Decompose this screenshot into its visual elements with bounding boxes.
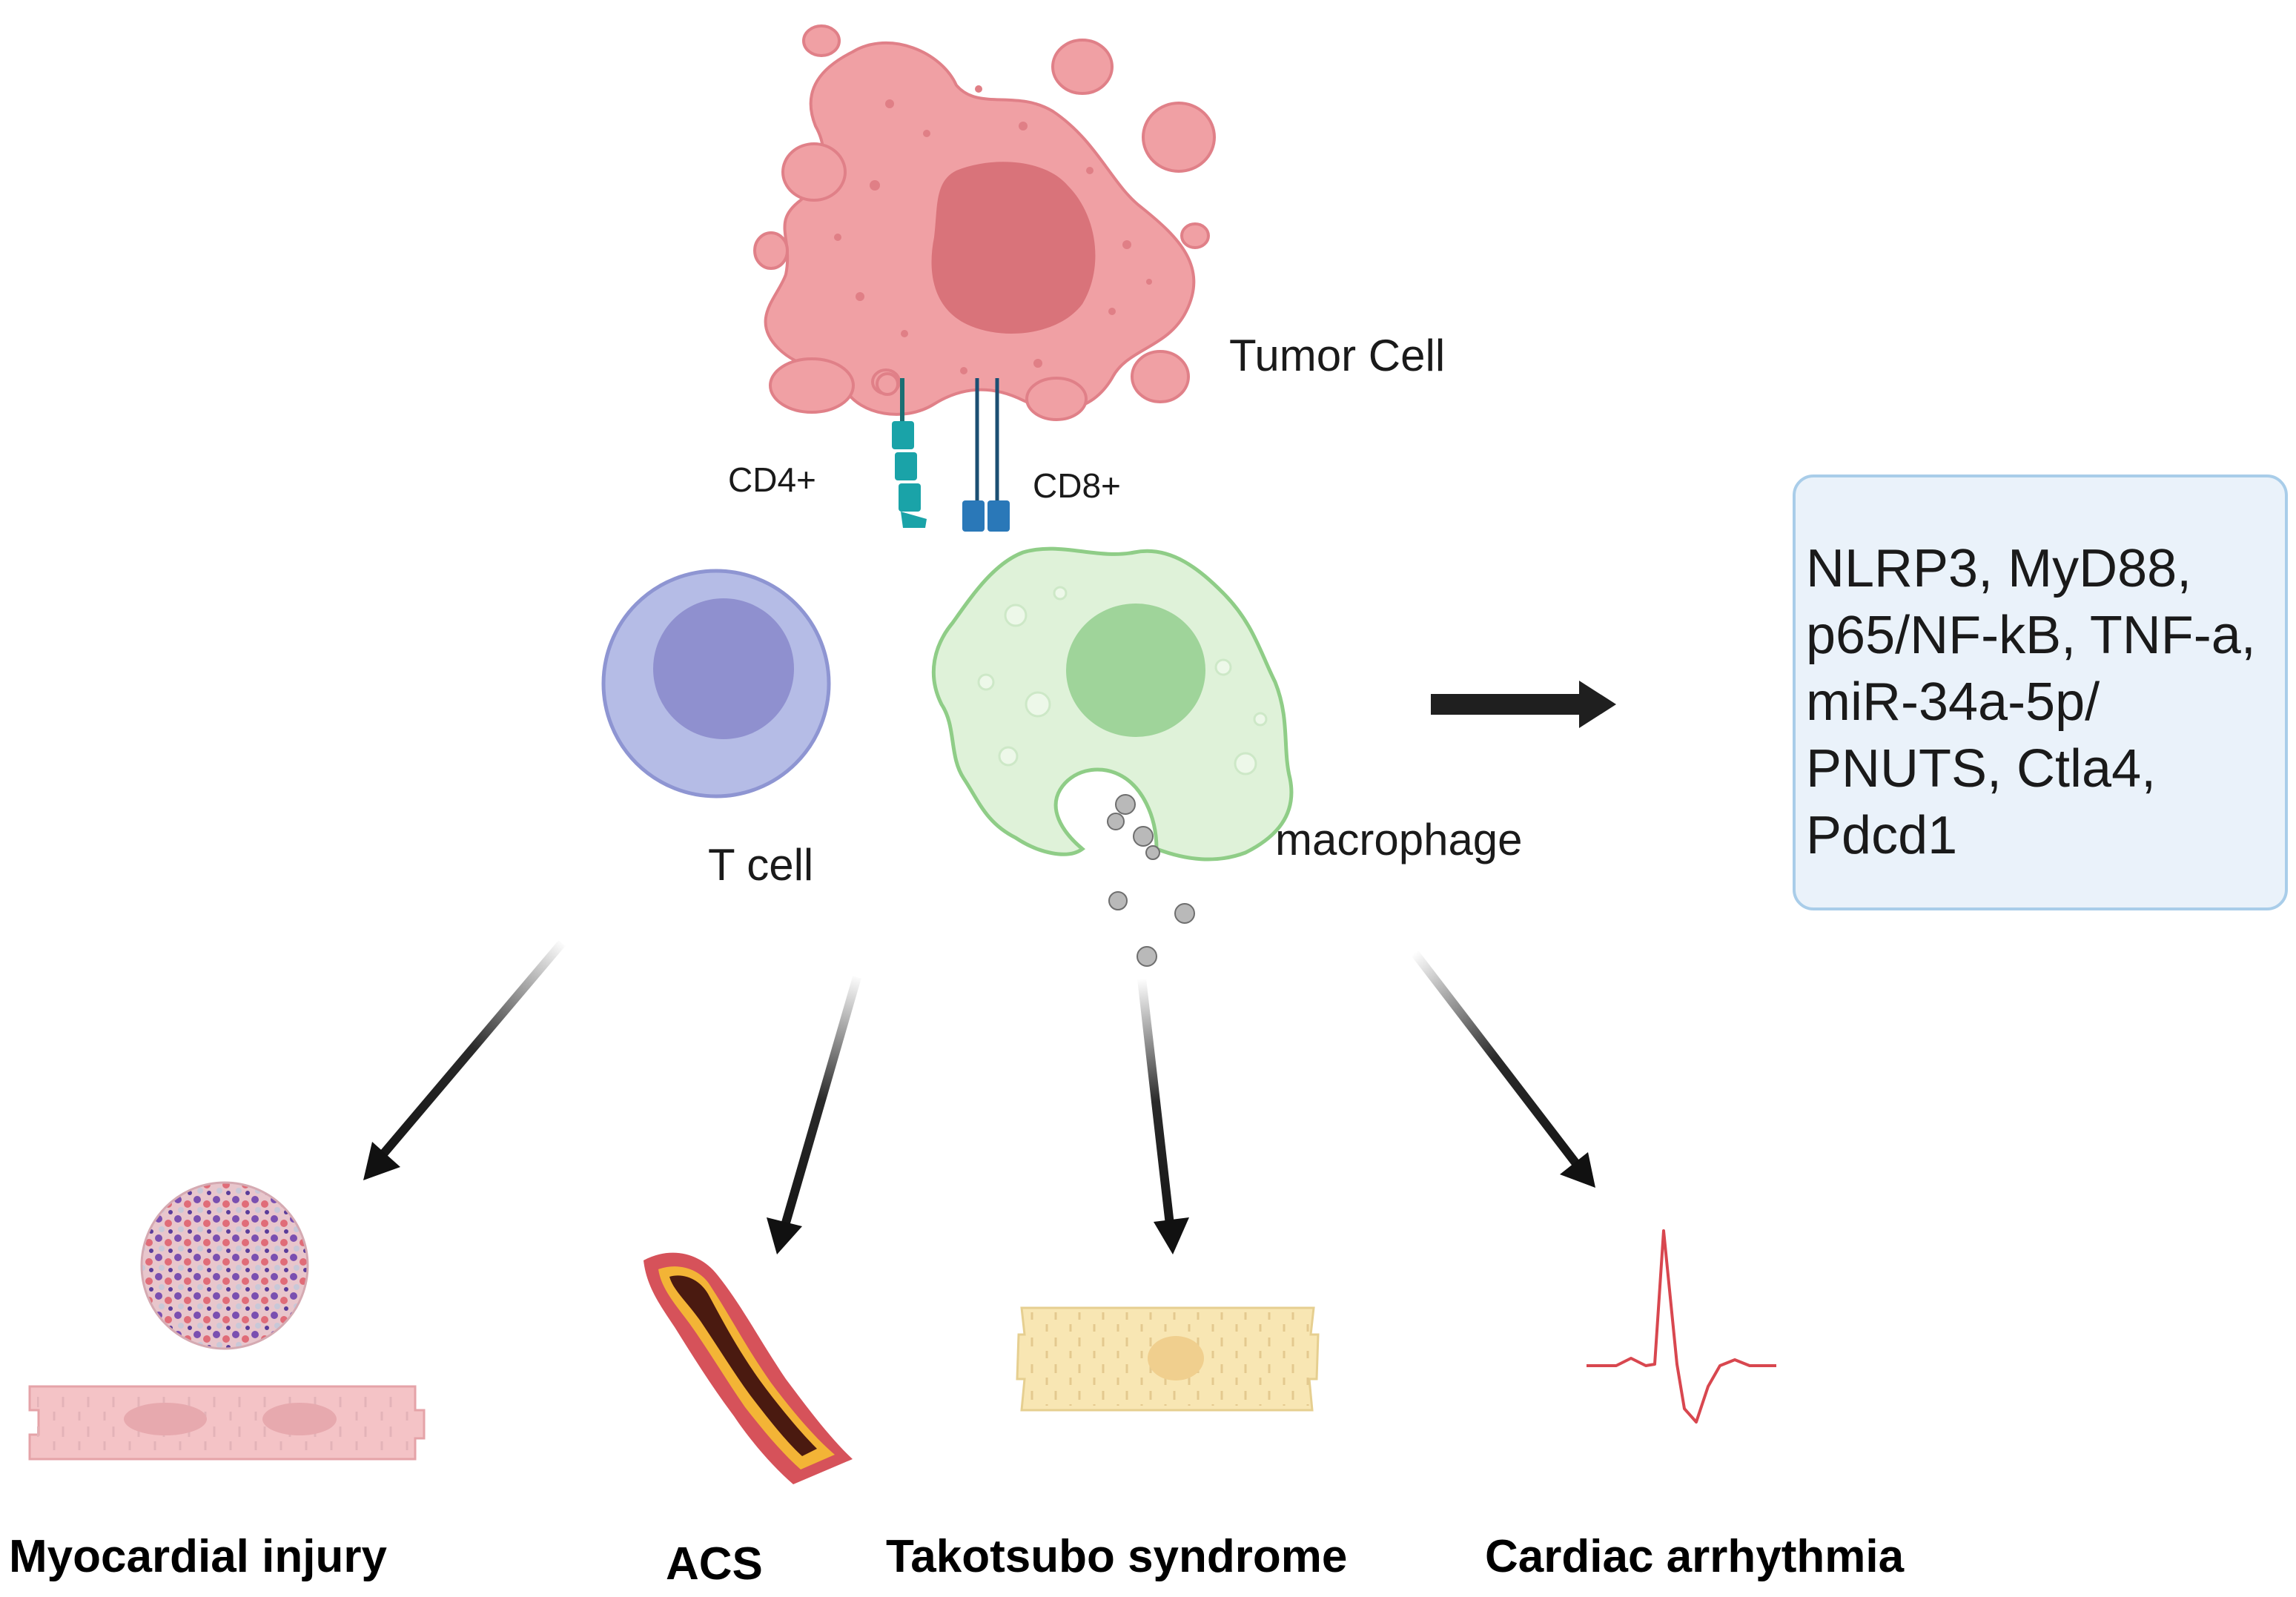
- cd8-receptor: [962, 378, 1010, 532]
- pathway-line: miR-34a-5p/: [1806, 672, 2100, 732]
- cd8-label: CD8+: [1033, 466, 1121, 505]
- t-cell-nucleus: [653, 598, 794, 739]
- pathway-arrow: [1431, 681, 1616, 728]
- arrow-to-arrhythmia: [1411, 950, 1595, 1188]
- macrophage-nucleus: [1066, 604, 1205, 737]
- tumor-cell-granules: [834, 85, 1152, 374]
- pathway-line: Pdcd1: [1806, 806, 1958, 865]
- macrophage-cell: [931, 546, 1294, 862]
- tumor-cell-label: Tumor Cell: [1229, 331, 1446, 380]
- outcome-arrhythmia-label: Cardiac arrhythmia: [1485, 1531, 1905, 1582]
- arrow-to-takotsubo: [1137, 978, 1189, 1254]
- outcome-takotsubo-label: Takotsubo syndrome: [886, 1531, 1348, 1582]
- t-cell: [601, 569, 831, 798]
- engulfed-particles: [1107, 794, 1195, 967]
- pathway-line: p65/NF-kB, TNF-a,: [1806, 606, 2256, 665]
- tumor-cell-blebs: [753, 24, 1216, 421]
- artery-lumen: [669, 1275, 817, 1456]
- arrow-to-myocardial-injury: [363, 940, 566, 1180]
- infiltrate-circle: [140, 1181, 309, 1350]
- outcome-myocardial-injury-label: Myocardial injury: [9, 1531, 387, 1582]
- arrow-to-acs: [767, 976, 861, 1254]
- pathway-line: PNUTS, Ctla4,: [1806, 739, 2157, 798]
- tumor-cell-nucleus: [931, 162, 1096, 334]
- macrophage-vacuoles: [977, 586, 1268, 776]
- takotsubo-cell-illustration: [1016, 1306, 1320, 1412]
- cd4-label: CD4+: [728, 460, 816, 499]
- macrophage-label: macrophage: [1275, 815, 1523, 864]
- t-cell-label: T cell: [708, 840, 814, 890]
- cd4-receptor: [892, 378, 927, 528]
- tumor-cell: [753, 24, 1216, 421]
- myocardial-injury-illustration: [28, 1181, 426, 1461]
- pathway-box: NLRP3, MyD88, p65/NF-kB, TNF-a, miR-34a-…: [1793, 475, 2288, 910]
- acs-artery-illustration: [644, 1252, 853, 1484]
- pathway-line: NLRP3, MyD88,: [1806, 539, 2192, 598]
- ecg-trace: [1587, 1229, 1776, 1424]
- ecg-trace-illustration: [1587, 1229, 1776, 1424]
- outcome-acs-label: ACS: [666, 1538, 763, 1590]
